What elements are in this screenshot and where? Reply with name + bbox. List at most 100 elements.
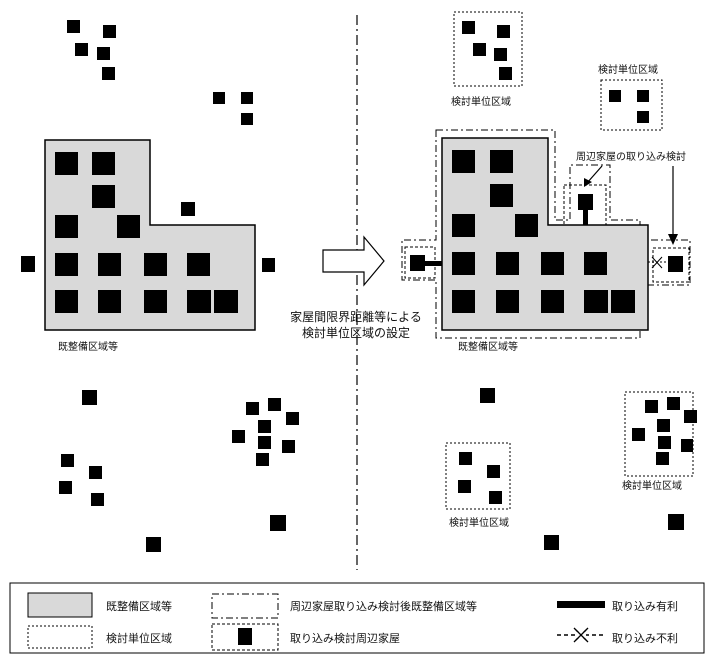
unit-area-topright-label: 検討単位区域: [598, 63, 658, 76]
house: [462, 21, 475, 34]
left-panel: 既整備区域等: [21, 20, 299, 552]
house: [609, 90, 621, 102]
legend-swatch-include-favorable: [557, 601, 605, 608]
arrow-caption-line1: 家屋間限界距離等による: [290, 309, 422, 324]
legend-swatch-include-unfavorable: [557, 627, 605, 643]
legend-label: 取り込み不利: [612, 632, 678, 645]
house: [67, 20, 80, 33]
house: [684, 410, 697, 423]
left-area-label: 既整備区域等: [58, 340, 118, 353]
house: [410, 255, 425, 271]
expanded-area-outline: [401, 129, 691, 339]
unit-area-bottom-left: [445, 442, 511, 510]
house: [499, 67, 512, 80]
legend-label: 既整備区域等: [106, 599, 172, 613]
house: [473, 43, 486, 56]
house: [55, 290, 78, 313]
house: [55, 152, 78, 175]
house: [214, 290, 238, 313]
right-area-label: 既整備区域等: [458, 340, 518, 353]
house: [515, 214, 538, 237]
house: [490, 150, 513, 173]
house: [487, 465, 500, 478]
house: [82, 390, 97, 405]
house: [541, 290, 564, 313]
include-unfavorable-link: [648, 256, 668, 269]
house: [268, 398, 281, 411]
house: [282, 440, 295, 453]
callout-label: 周辺家屋の取り込み検討: [576, 150, 686, 163]
house: [102, 67, 115, 80]
house: [541, 252, 564, 275]
house: [146, 537, 161, 552]
house: [658, 436, 671, 449]
house: [452, 290, 475, 313]
house: [637, 90, 649, 102]
house: [657, 419, 670, 432]
left-top-houses: [67, 20, 253, 125]
house: [59, 481, 72, 494]
house: [91, 493, 104, 506]
right-area-houses: [452, 150, 635, 313]
house: [55, 253, 78, 276]
house: [668, 256, 683, 272]
house: [458, 480, 471, 493]
legend-swatch-candidate-house-box: [211, 623, 279, 651]
house: [645, 400, 658, 413]
house: [262, 258, 275, 272]
house: [241, 113, 253, 125]
house: [258, 420, 271, 433]
house: [187, 253, 210, 276]
arrow-head-icon: [668, 234, 678, 245]
house: [452, 150, 475, 173]
house: [246, 402, 259, 415]
house: [75, 43, 88, 56]
legend-label: 取り込み有利: [612, 599, 678, 613]
callout-arrow-1: [586, 165, 603, 184]
left-bottom-houses: [59, 390, 299, 552]
house: [611, 290, 635, 313]
legend-swatch-unit-area: [27, 625, 93, 649]
transition-arrow: 家屋間限界距離等による 検討単位区域の設定: [290, 235, 422, 340]
house: [232, 430, 245, 443]
house: [270, 515, 286, 531]
house: [241, 92, 253, 104]
house: [496, 290, 519, 313]
house: [452, 252, 475, 275]
include-favorable-link: [425, 261, 442, 266]
house: [632, 428, 645, 441]
unit-area-bottom-right-label: 検討単位区域: [622, 479, 682, 492]
include-favorable-link: [583, 210, 588, 225]
house: [97, 47, 110, 60]
right-panel: 検討単位区域 検討単位区域: [401, 11, 697, 550]
house: [181, 202, 195, 216]
legend-swatch-candidate-house: [238, 628, 252, 645]
candidate-box-right: [652, 247, 690, 283]
right-arrow-icon: [322, 235, 385, 287]
house: [258, 436, 271, 449]
house: [92, 185, 115, 208]
house: [61, 454, 74, 467]
legend: 既整備区域等 周辺家屋取り込み検討後既整備区域等 取り込み有利 検討単位区域 取…: [9, 582, 705, 654]
house: [286, 412, 299, 425]
legend-label: 周辺家屋取り込み検討後既整備区域等: [290, 599, 477, 613]
legend-swatch-expanded-area: [211, 593, 279, 619]
house: [480, 388, 495, 403]
house: [490, 184, 513, 207]
house: [459, 452, 472, 465]
legend-swatch-existing-area: [27, 592, 93, 618]
legend-label: 検討単位区域: [106, 631, 172, 645]
house: [452, 214, 475, 237]
unit-area-top: [453, 11, 523, 87]
house: [89, 466, 102, 479]
house: [667, 397, 680, 410]
legend-label: 取り込み検討周辺家屋: [290, 631, 400, 645]
arrow-head-icon: [584, 178, 592, 187]
house: [117, 215, 140, 238]
unit-area-bottom-left-label: 検討単位区域: [449, 516, 509, 529]
house: [144, 253, 167, 276]
house: [103, 25, 116, 38]
house: [21, 256, 35, 272]
unit-area-topright: [600, 79, 663, 131]
house: [144, 290, 167, 313]
